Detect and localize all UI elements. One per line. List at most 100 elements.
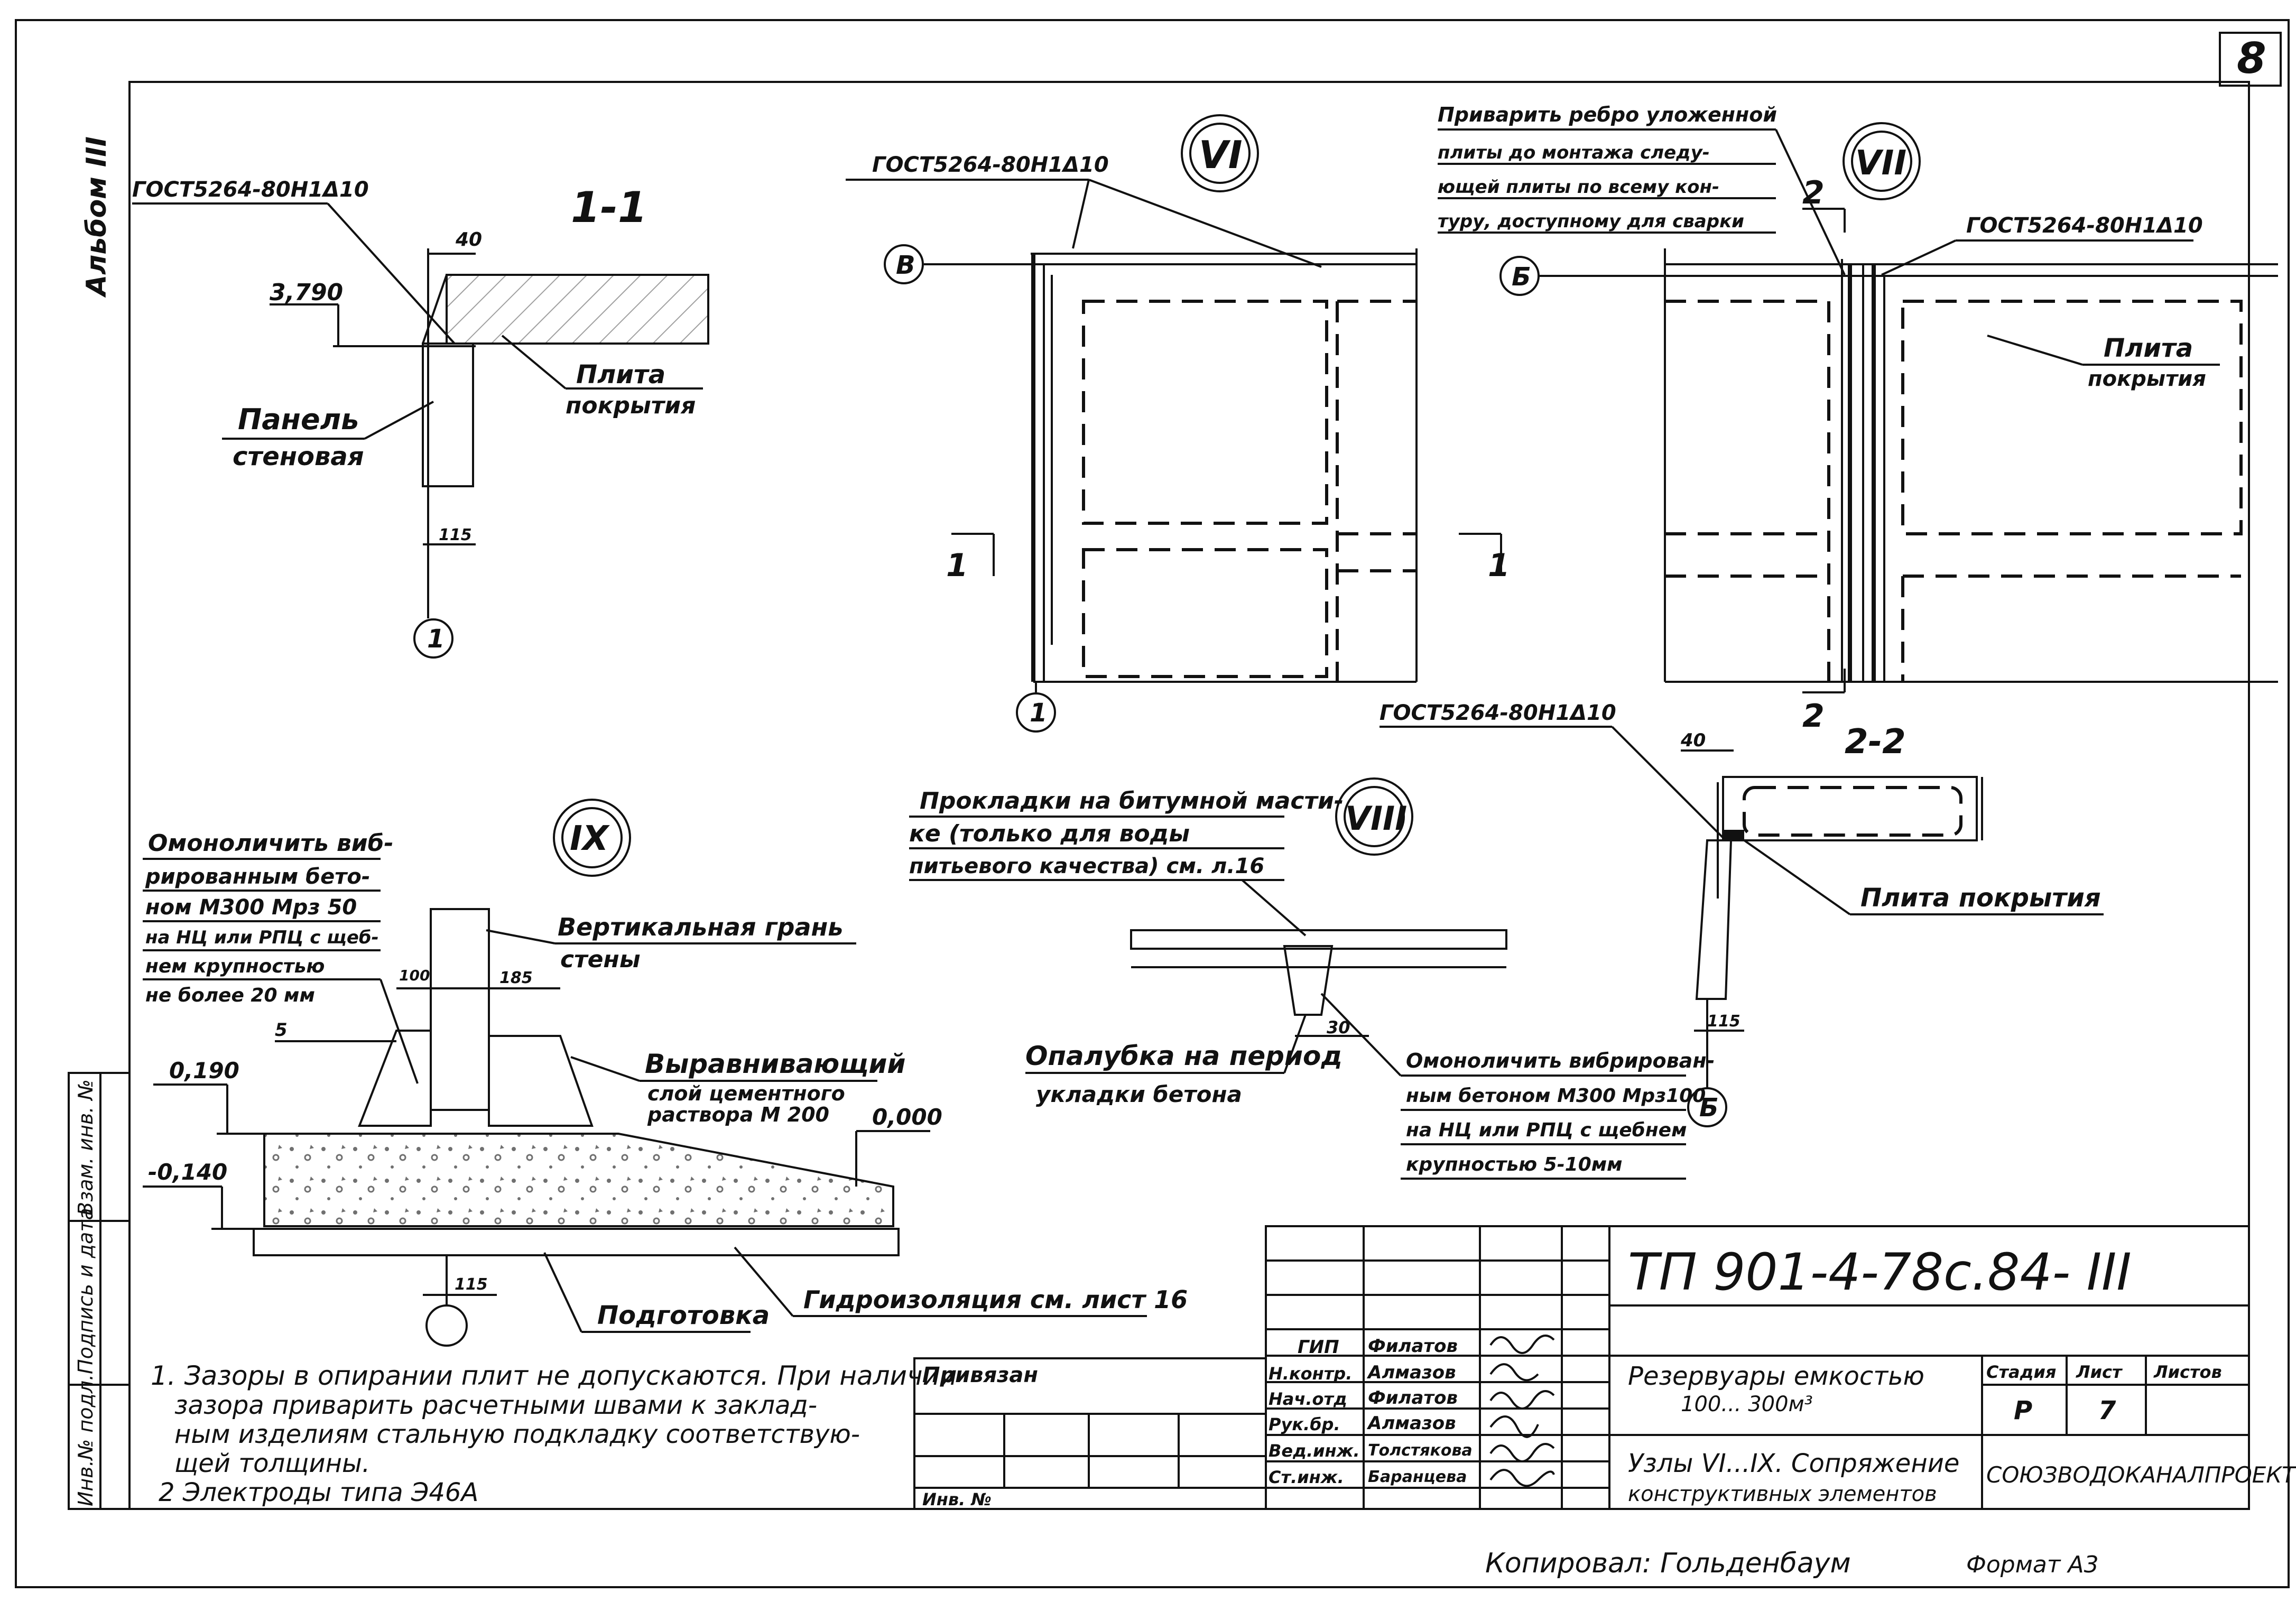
svg-text:100... 300м³: 100... 300м³ — [1681, 1392, 1813, 1416]
node-viii: VIII Прокладки на битумной масти- ке (то… — [909, 777, 1715, 1180]
svg-text:1: 1 — [427, 624, 445, 654]
svg-text:Лист: Лист — [2076, 1362, 2123, 1382]
svg-text:ным изделиям стальную подкладк: ным изделиям стальную подкладку соответс… — [174, 1420, 860, 1449]
svg-text:40: 40 — [455, 229, 482, 251]
svg-text:5: 5 — [275, 1020, 288, 1041]
svg-text:115: 115 — [439, 526, 472, 544]
svg-text:Подготовка: Подготовка — [597, 1301, 770, 1330]
svg-text:Нач.отд: Нач.отд — [1269, 1389, 1347, 1409]
svg-text:Стадия: Стадия — [1986, 1362, 2056, 1382]
svg-text:Вертикальная грань: Вертикальная грань — [558, 913, 843, 941]
svg-text:питьевого качества) см. л.16: питьевого качества) см. л.16 — [909, 854, 1264, 878]
outer-frame — [15, 19, 2290, 1588]
node-vi: VI ГОСТ5264-80Н1Δ10 В 1 1 — [846, 114, 1418, 733]
general-notes: 1. Зазоры в опирании плит не допускаются… — [151, 1360, 957, 1507]
svg-text:7: 7 — [2098, 1396, 2116, 1425]
svg-text:Прокладки на битумной масти-: Прокладки на битумной масти- — [920, 788, 1344, 814]
svg-text:крупностью 5-10мм: крупностью 5-10мм — [1406, 1154, 1623, 1175]
svg-text:1: 1 — [1030, 698, 1047, 728]
svg-text:Инв. №: Инв. № — [922, 1489, 992, 1509]
svg-text:Привязан: Привязан — [922, 1363, 1038, 1387]
svg-text:Филатов: Филатов — [1368, 1387, 1458, 1409]
svg-text:2: 2 — [1802, 174, 1825, 211]
node-ix: IX Омоноличить виб- рированным бето- ном… — [143, 799, 1188, 1347]
badge-vi: VI — [1199, 133, 1243, 177]
svg-text:Взам. инв. №: Взам. инв. № — [74, 1079, 97, 1216]
svg-text:В: В — [896, 251, 915, 280]
svg-text:укладки бетона: укладки бетона — [1036, 1081, 1242, 1107]
svg-text:Плита покрытия: Плита покрытия — [1860, 883, 2101, 913]
section-1-1: 1-1 ГОСТ5264-80Н1Δ10 40 3,790 Плита покр… — [132, 178, 709, 659]
gost-label-2-2: ГОСТ5264-80Н1Δ10 — [1380, 701, 1616, 725]
svg-text:Вед.инж.: Вед.инж. — [1269, 1441, 1360, 1461]
badge-ix: IX — [570, 819, 610, 858]
svg-text:Узлы VI...IX. Сопряжение: Узлы VI...IX. Сопряжение — [1628, 1449, 1959, 1478]
svg-text:115: 115 — [455, 1275, 488, 1294]
svg-text:зазора приварить расчетными шв: зазора приварить расчетными швами к закл… — [174, 1391, 817, 1420]
svg-text:ным бетоном М300 Мрз100: ным бетоном М300 Мрз100 — [1406, 1085, 1706, 1107]
svg-text:Подпись и дата: Подпись и дата — [74, 1208, 97, 1374]
svg-text:покрытия: покрытия — [566, 392, 696, 419]
svg-text:не более 20 мм: не более 20 мм — [145, 985, 315, 1006]
svg-text:Б: Б — [1699, 1093, 1719, 1123]
svg-text:покрытия: покрытия — [2088, 367, 2206, 391]
svg-text:ном М300 Мрз 50: ном М300 Мрз 50 — [145, 895, 357, 920]
sheet-number: 8 — [2237, 34, 2266, 83]
svg-text:туру, доступному для сварки: туру, доступному для сварки — [1438, 211, 1744, 232]
svg-text:Гидроизоляция см. лист 16: Гидроизоляция см. лист 16 — [803, 1285, 1188, 1314]
svg-text:ке (только для воды: ке (только для воды — [909, 820, 1190, 847]
svg-text:Омоноличить виб-: Омоноличить виб- — [148, 830, 394, 857]
svg-text:ГИП: ГИП — [1298, 1337, 1339, 1358]
svg-text:Р: Р — [2014, 1396, 2032, 1425]
svg-text:слой цементного: слой цементного — [647, 1082, 845, 1105]
section-1-1-title: 1-1 — [571, 183, 647, 232]
svg-text:Б: Б — [1512, 262, 1531, 292]
gost-label-1: ГОСТ5264-80Н1Δ10 — [132, 178, 369, 202]
svg-text:щей толщины.: щей толщины. — [174, 1449, 370, 1478]
gost-label-vii: ГОСТ5264-80Н1Δ10 — [1966, 214, 2203, 238]
footer: Копировал: Гольденбаум Формат А3 — [1485, 1548, 2099, 1579]
svg-text:Филатов: Филатов — [1368, 1336, 1458, 1357]
badge-vii: VII — [1855, 144, 1906, 183]
svg-text:Рук.бр.: Рук.бр. — [1269, 1414, 1340, 1434]
svg-text:Плита: Плита — [2104, 334, 2193, 363]
svg-text:Панель: Панель — [238, 403, 359, 436]
section-2-2: 2-2 ГОСТ5264-80Н1Δ10 40 Плита покрытия 1… — [1380, 701, 2104, 1127]
organization: СОЮЗВОДОКАНАЛПРОЕКТ — [1986, 1462, 2296, 1488]
svg-text:Копировал: Гольденбаум: Копировал: Гольденбаум — [1485, 1548, 1851, 1579]
svg-text:Резервуары емкостью: Резервуары емкостью — [1628, 1361, 1924, 1391]
svg-text:раствора М 200: раствора М 200 — [647, 1103, 829, 1126]
album-label: Альбом III — [81, 136, 113, 298]
svg-text:на НЦ или РПЦ с щебнем: на НЦ или РПЦ с щебнем — [1406, 1119, 1687, 1141]
svg-text:ющей плиты по всему кон-: ющей плиты по всему кон- — [1438, 177, 1719, 198]
svg-text:Н.контр.: Н.контр. — [1269, 1364, 1352, 1384]
level-0000: 0,000 — [872, 1104, 942, 1130]
svg-text:2: 2 — [1802, 698, 1825, 735]
svg-text:Алмазов: Алмазов — [1366, 1362, 1456, 1383]
sheet-number-box — [2219, 32, 2282, 87]
svg-text:Приварить ребро уложенной: Приварить ребро уложенной — [1438, 103, 1777, 126]
svg-text:40: 40 — [1680, 730, 1706, 751]
svg-text:стеновая: стеновая — [233, 442, 364, 471]
svg-text:стены: стены — [560, 946, 641, 973]
badge-viii: VIII — [1345, 799, 1407, 838]
section-2-2-title: 2-2 — [1845, 722, 1906, 762]
svg-text:Баранцева: Баранцева — [1368, 1468, 1467, 1486]
gost-label-vi: ГОСТ5264-80Н1Δ10 — [872, 153, 1109, 177]
svg-text:Омоноличить вибрирован-: Омоноличить вибрирован- — [1406, 1049, 1715, 1072]
svg-text:плиты до монтажа следу-: плиты до монтажа следу- — [1438, 142, 1710, 163]
svg-text:1. Зазоры в опирании плит не д: 1. Зазоры в опирании плит не допускаются… — [151, 1360, 957, 1391]
svg-text:нем крупностью: нем крупностью — [145, 956, 325, 977]
svg-text:рированным бето-: рированным бето- — [145, 865, 370, 889]
svg-text:100: 100 — [399, 967, 430, 984]
svg-text:2 Электроды типа Э46А: 2 Электроды типа Э46А — [159, 1478, 478, 1507]
svg-text:Выравнивающий: Выравнивающий — [645, 1049, 905, 1079]
svg-text:115: 115 — [1707, 1012, 1740, 1031]
svg-text:на НЦ или РПЦ с щеб-: на НЦ или РПЦ с щеб- — [145, 927, 379, 948]
drawing-code: ТП 901-4-78с.84- III — [1628, 1243, 2132, 1302]
level-m0140: -0,140 — [148, 1159, 227, 1185]
svg-text:Листов: Листов — [2153, 1362, 2222, 1382]
svg-text:Алмазов: Алмазов — [1366, 1413, 1456, 1434]
svg-text:1: 1 — [946, 547, 968, 584]
